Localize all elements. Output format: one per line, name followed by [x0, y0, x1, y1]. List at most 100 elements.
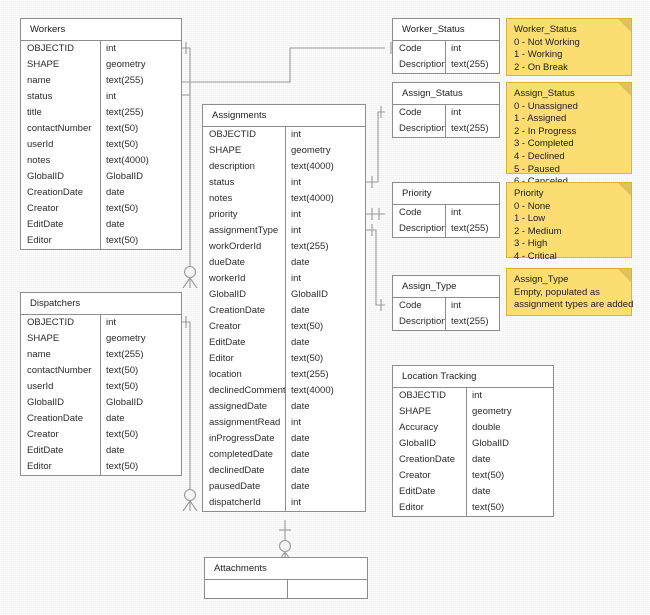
table-attachments[interactable]: Attachments [204, 557, 368, 599]
field-name: CreationDate [393, 452, 467, 468]
field-name: declinedComment [203, 383, 286, 399]
field-name: description [203, 159, 286, 175]
table-row: workerId int [203, 271, 365, 287]
field-name: Description [393, 57, 446, 73]
field-name: Creator [21, 201, 101, 217]
field-type: text(255) [106, 349, 144, 360]
connector-workerstatus-route [190, 47, 385, 83]
note-line: 0 - Unassigned [514, 100, 578, 112]
table-location-tracking-title: Location Tracking [393, 366, 553, 388]
note-line: Empty, populated as [514, 286, 600, 298]
field-name: workerId [203, 271, 286, 287]
field-type: text(50) [106, 429, 139, 440]
note-line: assignment types are added [514, 299, 634, 311]
table-row [205, 580, 367, 598]
field-type: int [291, 177, 302, 188]
field-name: OBJECTID [393, 388, 467, 404]
note-line: 0 - None [514, 200, 551, 212]
field-name: Editor [21, 233, 101, 249]
connector-workers-status-route [182, 81, 191, 95]
note-line: 1 - Working [514, 49, 563, 61]
note-fold-icon [618, 83, 631, 96]
connector-workers-crowfoot-circle [183, 265, 197, 279]
field-type: int [291, 129, 302, 140]
field-name: Editor [393, 500, 467, 516]
field-name: status [21, 89, 101, 105]
field-name: OBJECTID [21, 315, 101, 331]
field-name: EditDate [393, 484, 467, 500]
field-type: text(50) [106, 123, 139, 134]
note-line: 4 - Critical [514, 250, 557, 262]
field-type: int [291, 417, 302, 428]
field-name: Description [393, 221, 446, 237]
field-name: SHAPE [203, 143, 286, 159]
field-name: SHAPE [393, 404, 467, 420]
field-type: int [291, 273, 302, 284]
field-type: int [451, 43, 462, 54]
note-line: 2 - On Break [514, 61, 568, 73]
table-priority-title: Priority [393, 183, 499, 205]
field-type: int [106, 43, 117, 54]
field-name: Description [393, 121, 446, 137]
field-name: dueDate [203, 255, 286, 271]
note-fold-icon [618, 269, 631, 282]
field-type: int [106, 317, 117, 328]
field-type: text(50) [291, 321, 324, 332]
field-type [288, 580, 293, 598]
note-assign-status-title: Assign_Status [514, 88, 575, 99]
note-fold-icon [618, 19, 631, 32]
table-attachments-body [205, 580, 367, 598]
table-workers-title: Workers [21, 19, 181, 41]
field-name: SHAPE [21, 331, 101, 347]
field-name: declinedDate [203, 463, 286, 479]
field-name: CreationDate [21, 411, 101, 427]
field-type: text(50) [106, 235, 139, 246]
field-type: date [106, 187, 125, 198]
